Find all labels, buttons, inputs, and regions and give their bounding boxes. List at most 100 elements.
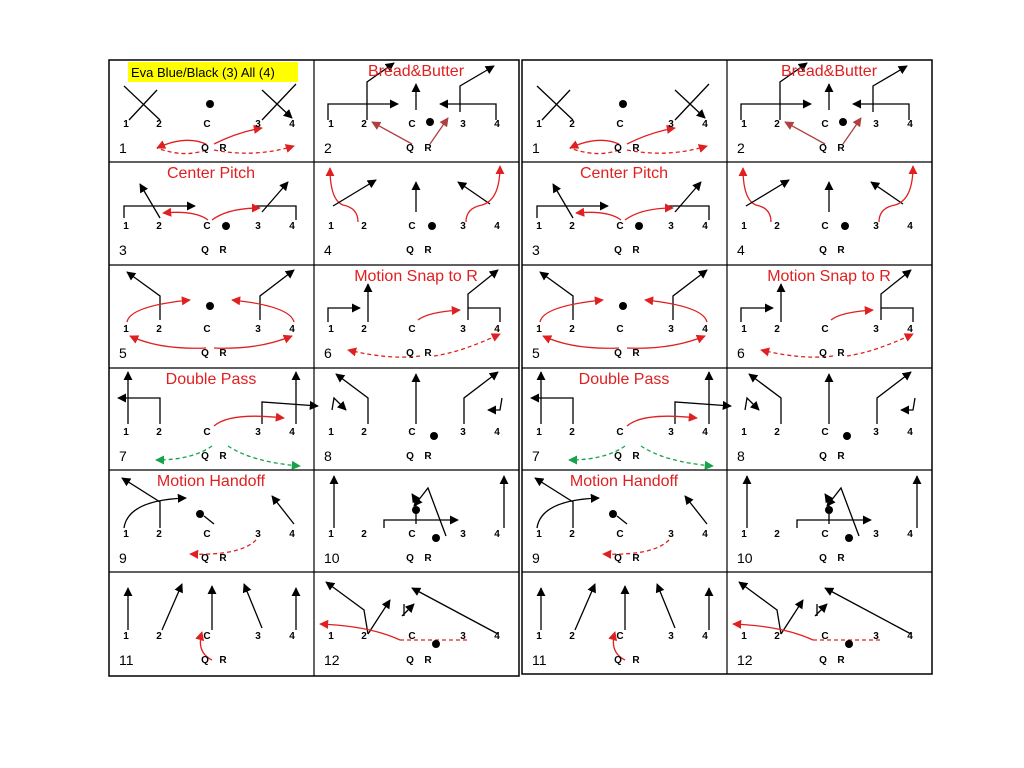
position-label-p1: 1 [328, 119, 334, 130]
position-label-p3: 3 [668, 631, 674, 642]
position-label-c: C [408, 427, 415, 438]
position-label-p2: 2 [569, 119, 575, 130]
position-label-p2: 2 [569, 324, 575, 335]
position-label-p3: 3 [460, 324, 466, 335]
play-title: Center Pitch [167, 165, 255, 182]
position-label-r: R [424, 655, 432, 666]
position-label-r: R [219, 143, 227, 154]
play-number: 1 [119, 140, 127, 156]
play-number: 9 [119, 550, 127, 566]
position-label-p1: 1 [123, 119, 129, 130]
position-label-p3: 3 [668, 221, 674, 232]
position-label-p4: 4 [289, 529, 295, 540]
position-label-q: Q [201, 348, 209, 359]
position-label-p3: 3 [873, 221, 879, 232]
position-label-r: R [837, 245, 845, 256]
position-label-c: C [821, 221, 828, 232]
position-label-p3: 3 [255, 631, 261, 642]
position-label-p2: 2 [774, 529, 780, 540]
position-label-p1: 1 [741, 221, 747, 232]
position-label-r: R [632, 553, 640, 564]
position-label-p4: 4 [907, 221, 913, 232]
position-label-p3: 3 [668, 529, 674, 540]
position-label-c: C [408, 529, 415, 540]
play-11-routes [128, 584, 296, 660]
position-label-p4: 4 [494, 631, 500, 642]
position-label-c: C [821, 119, 828, 130]
play-11-routes [541, 584, 709, 660]
header-badge-text: Eva Blue/Black (3) All (4) [131, 65, 275, 80]
position-label-p4: 4 [702, 221, 708, 232]
play-number: 2 [737, 140, 745, 156]
position-label-p2: 2 [774, 427, 780, 438]
position-label-c: C [616, 119, 623, 130]
position-label-r: R [632, 655, 640, 666]
position-label-p4: 4 [907, 529, 913, 540]
position-label-p1: 1 [328, 529, 334, 540]
play-number: 8 [324, 448, 332, 464]
play-number: 12 [737, 652, 753, 668]
position-label-p3: 3 [255, 529, 261, 540]
position-label-p4: 4 [907, 324, 913, 335]
position-label-p3: 3 [873, 529, 879, 540]
position-label-p1: 1 [328, 427, 334, 438]
position-label-p1: 1 [536, 631, 542, 642]
position-label-q: Q [406, 451, 414, 462]
position-label-r: R [632, 245, 640, 256]
position-label-r: R [219, 245, 227, 256]
position-label-p1: 1 [741, 119, 747, 130]
header-badge: Eva Blue/Black (3) All (4) [128, 62, 298, 82]
play-5-routes [540, 270, 707, 348]
play-number: 12 [324, 652, 340, 668]
position-label-p3: 3 [873, 427, 879, 438]
position-label-p2: 2 [361, 631, 367, 642]
position-label-r: R [424, 553, 432, 564]
position-label-p3: 3 [460, 529, 466, 540]
position-label-p1: 1 [741, 324, 747, 335]
position-label-p4: 4 [702, 324, 708, 335]
position-label-p3: 3 [255, 221, 261, 232]
position-label-p3: 3 [668, 324, 674, 335]
position-label-p2: 2 [156, 427, 162, 438]
position-label-p2: 2 [774, 631, 780, 642]
position-label-p3: 3 [460, 631, 466, 642]
position-label-c: C [408, 631, 415, 642]
position-label-p3: 3 [668, 119, 674, 130]
position-label-q: Q [614, 451, 622, 462]
position-label-p2: 2 [156, 221, 162, 232]
position-label-p4: 4 [702, 119, 708, 130]
position-label-p2: 2 [361, 119, 367, 130]
position-label-q: Q [406, 655, 414, 666]
position-label-q: Q [406, 143, 414, 154]
position-label-c: C [203, 221, 210, 232]
position-label-r: R [424, 245, 432, 256]
play-number: 5 [119, 345, 127, 361]
play-number: 7 [119, 448, 127, 464]
position-label-p1: 1 [328, 324, 334, 335]
position-label-q: Q [819, 348, 827, 359]
position-label-p1: 1 [536, 119, 542, 130]
position-label-r: R [219, 655, 227, 666]
position-label-c: C [821, 631, 828, 642]
position-label-q: Q [201, 451, 209, 462]
position-label-p2: 2 [361, 221, 367, 232]
position-label-c: C [616, 427, 623, 438]
position-label-p3: 3 [460, 119, 466, 130]
position-label-p1: 1 [536, 529, 542, 540]
play-title: Bread&Butter [368, 63, 465, 80]
position-label-p2: 2 [569, 631, 575, 642]
position-label-p3: 3 [255, 119, 261, 130]
position-label-q: Q [406, 245, 414, 256]
position-label-p4: 4 [907, 427, 913, 438]
play-number: 6 [737, 345, 745, 361]
position-label-q: Q [819, 655, 827, 666]
